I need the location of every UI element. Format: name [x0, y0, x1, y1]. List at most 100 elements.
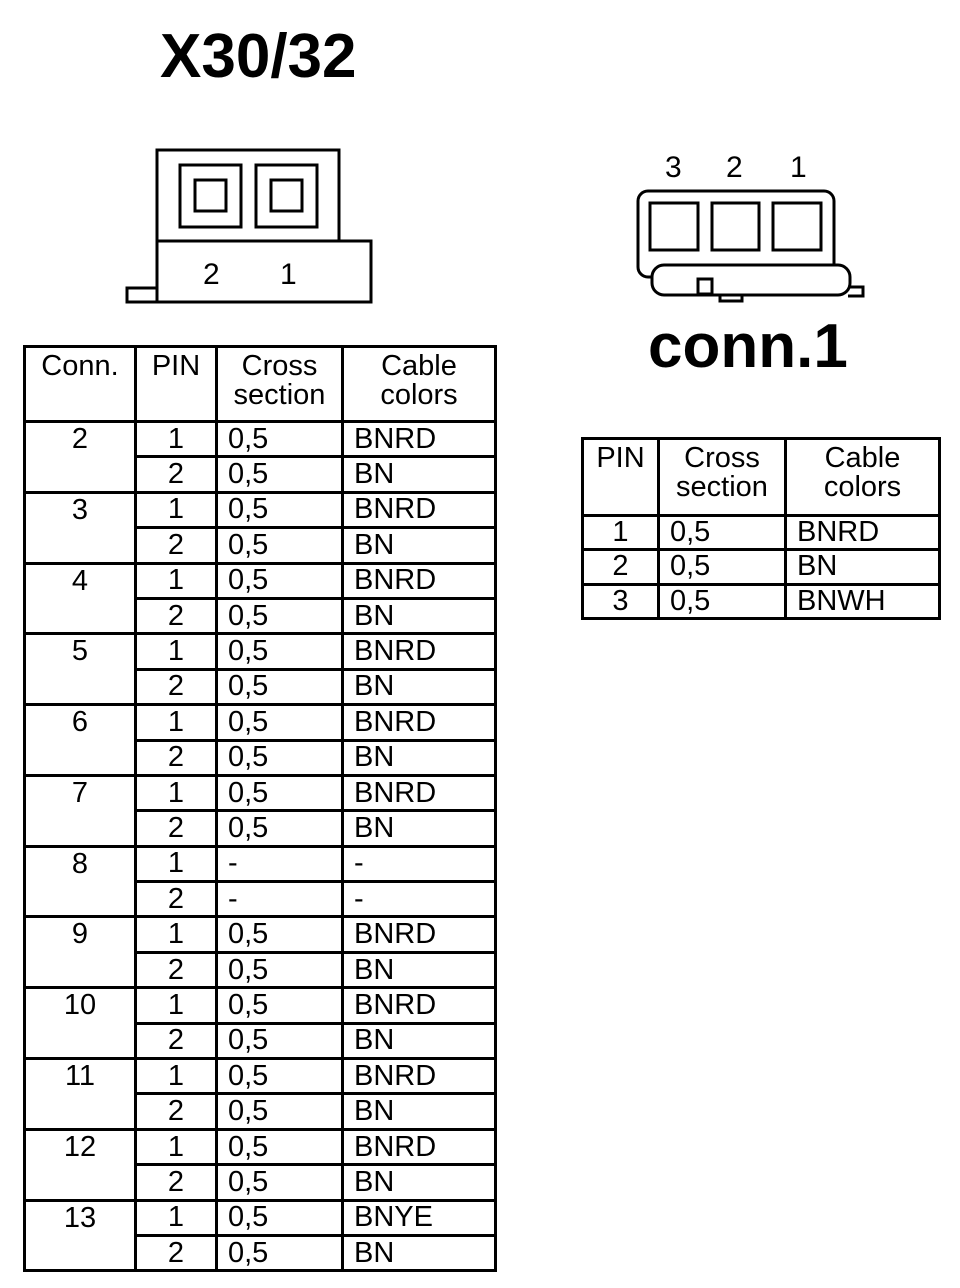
header-cross-section: Cross section — [215, 345, 344, 423]
cable-color-cell: BNRD — [341, 773, 497, 813]
cross-section-cell: 0,5 — [657, 513, 787, 552]
header-cable-colors: Cable colors — [784, 437, 941, 517]
pin-cell: 2 — [134, 596, 218, 636]
cable-color-cell: BNRD — [341, 1127, 497, 1167]
header-conn: Conn. — [23, 345, 137, 423]
header-cable-colors-line-2: colors — [380, 379, 458, 411]
pin-cell: 1 — [134, 419, 218, 459]
header-cross-section-line-1: Cross — [241, 350, 318, 382]
cable-color-cell: - — [341, 880, 497, 919]
conn1-connector-drawing: 3 2 1 — [636, 151, 865, 303]
header-cable-colors-line-2: colors — [823, 471, 902, 503]
header-cross-section-line-2: section — [233, 379, 326, 411]
header-cable-colors-line-1: Cable — [381, 350, 457, 382]
cable-color-cell: BNYE — [341, 1198, 497, 1238]
cross-section-cell: 0,5 — [215, 1057, 344, 1096]
table-row: 2-- — [25, 880, 497, 919]
cross-section-cell: 0,5 — [215, 490, 344, 530]
conn-number-cell: 4 — [23, 561, 137, 636]
cross-section-cell: 0,5 — [215, 703, 344, 742]
cross-section-cell: 0,5 — [215, 986, 344, 1025]
pin-cell: 1 — [134, 1198, 218, 1238]
x30-pin-2-inner — [193, 178, 228, 213]
cable-color-cell: BNRD — [341, 490, 497, 530]
pin-cell: 2 — [134, 1092, 218, 1131]
x30-connector-lower-body — [155, 239, 373, 304]
cross-section-cell: 0,5 — [215, 738, 344, 777]
cross-section-cell: - — [215, 844, 344, 884]
cable-color-cell: BNRD — [341, 632, 497, 671]
pin-cell: 1 — [134, 1057, 218, 1096]
cable-color-cell: BN — [341, 1021, 497, 1061]
x30-pin-label-2: 2 — [203, 258, 220, 291]
pin-cell: 1 — [134, 632, 218, 671]
cross-section-cell: 0,5 — [215, 632, 344, 671]
pin-cell: 1 — [134, 703, 218, 742]
cable-color-cell: BN — [341, 596, 497, 636]
conn1-latch-bottom-tab — [718, 293, 744, 303]
conn-number-cell: 13 — [23, 1198, 137, 1273]
conn1-title: conn.1 — [648, 312, 848, 381]
pin-cell: 1 — [134, 915, 218, 954]
pin-cell: 1 — [134, 1127, 218, 1167]
conn1-pin-1 — [771, 201, 823, 252]
conn-number-cell: 5 — [23, 632, 137, 707]
cross-section-cell: 0,5 — [215, 1233, 344, 1273]
pin-cell: 2 — [134, 667, 218, 707]
conn1-pin-label-1: 1 — [790, 151, 807, 184]
cross-section-cell: 0,5 — [215, 561, 344, 600]
cross-section-cell: 0,5 — [215, 1021, 344, 1061]
cable-color-cell: BN — [341, 526, 497, 565]
cross-section-cell: 0,5 — [215, 809, 344, 848]
cable-color-cell: BN — [341, 738, 497, 777]
pin-cell: 1 — [134, 561, 218, 600]
x30-connector-tab — [125, 286, 157, 304]
cross-section-cell: 0,5 — [215, 455, 344, 494]
pin-cell: 2 — [134, 809, 218, 848]
header-cross-section-line-2: section — [676, 471, 768, 503]
cable-color-cell: BNRD — [784, 513, 941, 552]
cable-color-cell: BN — [341, 667, 497, 707]
cable-color-cell: BNRD — [341, 986, 497, 1025]
pin-cell: 1 — [134, 490, 218, 530]
header-pin: PIN — [134, 345, 218, 423]
table-header-row: PIN Cross section Cable colors — [581, 437, 941, 517]
cable-color-cell: BN — [341, 455, 497, 494]
header-cable-colors: Cable colors — [341, 345, 497, 423]
pin-cell: 2 — [134, 1021, 218, 1061]
conn1-pin-label-2: 2 — [726, 151, 743, 184]
cable-color-cell: BNRD — [341, 915, 497, 954]
conn-number-cell: 2 — [23, 420, 137, 494]
cross-section-cell: - — [215, 880, 344, 919]
table-header-row: Conn. PIN Cross section Cable colors — [23, 345, 497, 423]
pin-cell: 2 — [134, 880, 218, 919]
cable-color-cell: BN — [341, 950, 497, 990]
pin-cell: 1 — [134, 773, 218, 813]
conn1-latch-end-tab — [848, 285, 865, 298]
cable-color-cell: - — [341, 844, 497, 884]
conn-number-cell: 12 — [23, 1127, 137, 1202]
pin-cell: 2 — [134, 1163, 218, 1202]
conn-number-cell: 9 — [23, 915, 137, 990]
pin-cell: 3 — [581, 582, 660, 620]
cable-color-cell: BN — [784, 548, 941, 586]
pin-cell: 2 — [134, 1233, 218, 1273]
cable-color-cell: BN — [341, 1233, 497, 1273]
pin-cell: 1 — [134, 986, 218, 1025]
pin-cell: 1 — [581, 513, 660, 552]
cross-section-cell: 0,5 — [657, 548, 787, 586]
cable-color-cell: BN — [341, 809, 497, 848]
